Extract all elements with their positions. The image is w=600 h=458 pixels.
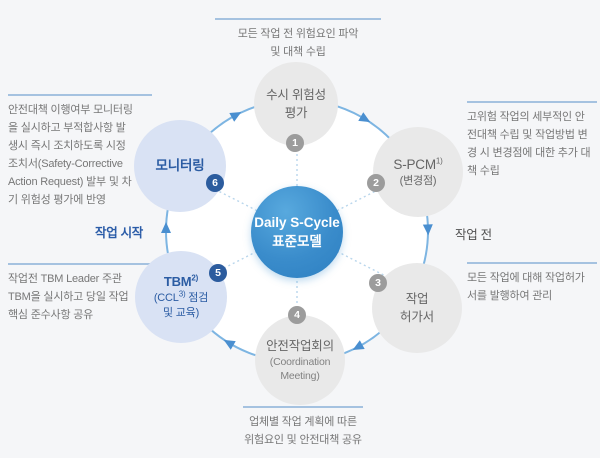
step-badge-1: 1 <box>286 134 304 152</box>
clockwise-arrowhead-icons <box>161 112 433 350</box>
node-label: S-PCM1) <box>393 156 443 172</box>
divider-line <box>467 262 597 264</box>
node-sublabel: Meeting) <box>280 370 320 382</box>
divider-line <box>243 406 363 408</box>
node-coordination-meeting: 안전작업회의 (Coordination Meeting) <box>255 315 345 405</box>
phase-label-before-work: 작업 전 <box>455 228 492 242</box>
annotation-text: 경 시 변경점에 대한 추가 대 <box>467 147 591 159</box>
arrowhead-icon <box>229 112 242 122</box>
divider-line <box>8 94 152 96</box>
annotation-text: 책 수립 <box>467 165 500 177</box>
annotation-text: 서를 발행하여 관리 <box>467 290 553 302</box>
node-label: 평가 <box>284 106 308 120</box>
phase-label-work-start: 작업 시작 <box>95 226 143 240</box>
node-label: 작업 <box>405 292 429 306</box>
center-daily-s-cycle: Daily S-Cycle 표준모델 <box>251 186 343 278</box>
node-label: TBM2) <box>163 273 199 289</box>
center-title: Daily S-Cycle <box>254 215 340 230</box>
annotation-coordination-detail: 업체별 작업 계획에 따른 위험요인 및 안전대책 공유 <box>223 406 383 449</box>
footnote-marker: 3) <box>178 289 186 299</box>
annotation-text: 고위험 작업의 세부적인 안 <box>467 111 585 123</box>
annotation-text: 모든 작업에 대해 작업허가 <box>467 272 585 284</box>
annotation-monitoring-detail: 안전대책 이행여부 모니터링 을 실시하고 부적합사항 발 생시 즉시 조치하도… <box>8 94 152 209</box>
arrowhead-icon <box>352 340 365 350</box>
node-spcm: S-PCM1) (변경점) <box>373 127 463 217</box>
step-badge-5: 5 <box>209 264 227 282</box>
annotation-spcm-detail: 고위험 작업의 세부적인 안 전대책 수립 및 작업방법 변 경 시 변경점에 … <box>467 101 597 180</box>
footnote-marker: 1) <box>435 156 443 165</box>
arrowhead-icon <box>161 222 171 233</box>
annotation-text: Action Request) 발부 및 차 <box>8 176 132 188</box>
divider-line <box>467 101 597 103</box>
arrowhead-icon <box>422 224 433 236</box>
node-sublabel: (변경점) <box>399 174 437 187</box>
annotation-text: 업체별 작업 계획에 따른 <box>249 416 357 428</box>
node-risk-assessment: 수시 위험성 평가 <box>254 62 338 146</box>
node-work-permit: 작업 허가서 <box>372 263 462 353</box>
step-badge-6: 6 <box>206 174 224 192</box>
divider-line <box>215 18 381 20</box>
node-monitoring: 모니터링 <box>134 120 226 212</box>
arrowhead-icon <box>223 339 236 350</box>
annotation-text: 생시 즉시 조치하도록 시정 <box>8 140 126 152</box>
divider-line <box>8 263 152 265</box>
annotation-text: 전대책 수립 및 작업방법 변 <box>467 129 588 141</box>
footnote-marker: 2) <box>191 273 199 283</box>
center-subtitle: 표준모델 <box>272 234 322 249</box>
node-sublabel: (Coordination <box>269 356 331 368</box>
annotation-text: 및 대책 수립 <box>270 46 326 58</box>
node-label: 안전작업회의 <box>266 339 334 353</box>
annotation-text: 핵심 준수사항 공유 <box>8 309 94 321</box>
node-label: 수시 위험성 <box>266 88 326 102</box>
node-sublabel: (CCL3) 점검 <box>153 289 209 304</box>
annotation-text: 작업전 TBM Leader 주관 <box>8 273 122 285</box>
annotation-tbm-detail: 작업전 TBM Leader 주관 TBM을 실시하고 당일 작업 핵심 준수사… <box>8 263 152 324</box>
node-label: 허가서 <box>400 310 434 324</box>
node-sublabel: 및 교육) <box>162 307 200 319</box>
annotation-text: 기 위험성 평가에 반영 <box>8 194 106 206</box>
annotation-text: 위험요인 및 안전대책 공유 <box>244 434 362 446</box>
node-label: 모니터링 <box>155 158 205 173</box>
step-badge-3: 3 <box>369 274 387 292</box>
annotation-text: 조치서(Safety-Corrective <box>8 158 123 170</box>
annotation-work-permit-detail: 모든 작업에 대해 작업허가 서를 발행하여 관리 <box>467 262 597 305</box>
annotation-text: 을 실시하고 부적합사항 발 <box>8 122 126 134</box>
annotation-text: 안전대책 이행여부 모니터링 <box>8 104 133 116</box>
annotation-risk-identification: 모든 작업 전 위험요인 파악 및 대책 수립 <box>215 18 381 61</box>
annotation-text: TBM을 실시하고 당일 작업 <box>8 291 129 303</box>
step-badge-4: 4 <box>288 306 306 324</box>
annotation-text: 모든 작업 전 위험요인 파악 <box>237 28 359 40</box>
arrowhead-icon <box>358 112 371 123</box>
step-badge-2: 2 <box>367 174 385 192</box>
